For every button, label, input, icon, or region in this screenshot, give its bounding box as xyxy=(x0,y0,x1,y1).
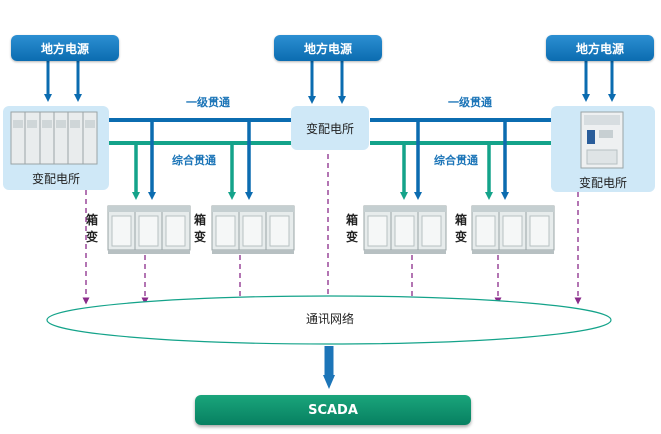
box-label-char: 箱 xyxy=(85,213,98,227)
box-transformer-4 xyxy=(471,205,555,254)
local-power-source-right: 地方电源 xyxy=(546,35,654,61)
substation-left: 变配电所 xyxy=(3,106,109,190)
substation-right: 变配电所 xyxy=(551,106,655,192)
box-transformer-label-2: 箱 变 xyxy=(193,212,207,246)
box-label-char: 变 xyxy=(345,230,358,244)
local-power-source-center: 地方电源 xyxy=(274,35,382,61)
box-label-char: 箱 xyxy=(454,213,467,227)
substation-right-label: 变配电所 xyxy=(578,176,627,190)
box-label-char: 箱 xyxy=(193,213,206,227)
substation-center: 变配电所 xyxy=(291,106,369,150)
box-transformer-feeds xyxy=(122,120,509,200)
combined-line-label-right: 综合贯通 xyxy=(434,154,478,167)
comm-network-ellipse xyxy=(46,295,612,345)
box-transformer-units xyxy=(107,205,555,254)
primary-line-label-right: 一级贯通 xyxy=(448,96,492,109)
switchgear-cabinet-image xyxy=(580,111,624,169)
box-transformer-label-3: 箱 变 xyxy=(345,212,359,246)
comm-links xyxy=(82,145,582,305)
local-power-source-left: 地方电源 xyxy=(11,35,119,61)
box-transformer-label-4: 箱 变 xyxy=(454,212,468,246)
box-label-char: 箱 xyxy=(345,213,358,227)
source-feeds xyxy=(44,60,616,104)
combined-line-label-left: 综合贯通 xyxy=(172,154,216,167)
switchgear-cabinet-image xyxy=(10,111,98,165)
box-transformer-1 xyxy=(107,205,191,254)
comm-network-label: 通讯网络 xyxy=(305,312,354,326)
box-transformer-2 xyxy=(211,205,295,254)
box-label-char: 变 xyxy=(193,230,206,244)
scada-box: SCADA xyxy=(195,395,471,425)
box-transformer-3 xyxy=(363,205,447,254)
substation-left-label: 变配电所 xyxy=(31,172,80,186)
substation-center-label: 变配电所 xyxy=(305,122,354,136)
primary-line-label-left: 一级贯通 xyxy=(186,96,230,109)
box-label-char: 变 xyxy=(454,230,467,244)
box-label-char: 变 xyxy=(85,230,98,244)
box-transformer-label-1: 箱 变 xyxy=(85,212,99,246)
